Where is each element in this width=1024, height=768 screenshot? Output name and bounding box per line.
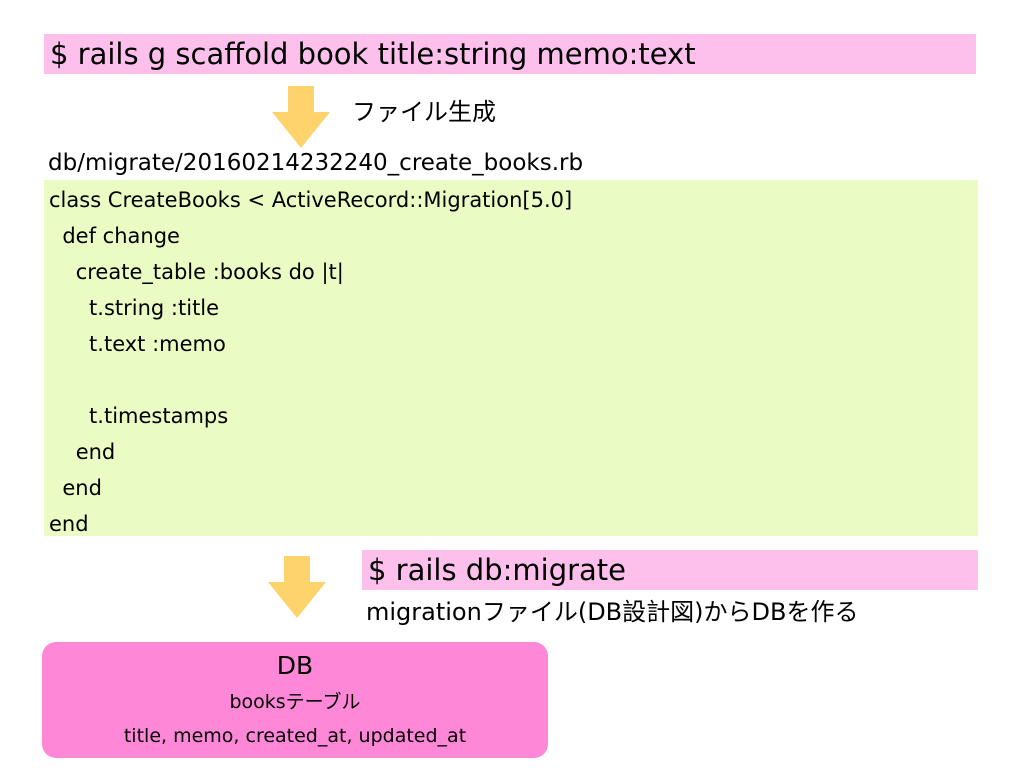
- code-line: end: [49, 512, 89, 536]
- code-line: t.timestamps: [49, 404, 229, 428]
- migration-file-path: db/migrate/20160214232240_create_books.r…: [48, 150, 584, 176]
- file-generation-label: ファイル生成: [352, 98, 496, 126]
- code-line: end: [49, 476, 102, 500]
- migration-code-block: class CreateBooks < ActiveRecord::Migrat…: [44, 180, 978, 536]
- migrate-description: migrationファイル(DB設計図)からDBを作る: [366, 598, 859, 626]
- code-line: t.string :title: [49, 296, 220, 320]
- code-line: t.text :memo: [49, 332, 226, 356]
- code-line: [49, 362, 978, 398]
- down-arrow-icon: [272, 86, 330, 148]
- down-arrow-icon: [268, 556, 326, 618]
- code-line: create_table :books do |t|: [49, 260, 344, 284]
- database-title: DB: [276, 651, 314, 680]
- scaffold-command: $ rails g scaffold book title:string mem…: [44, 34, 976, 74]
- database-box: DB booksテーブル title, memo, created_at, up…: [42, 642, 548, 758]
- table-columns: title, memo, created_at, updated_at: [123, 725, 467, 747]
- table-name: booksテーブル: [229, 691, 361, 713]
- code-line: end: [49, 440, 116, 464]
- code-line: class CreateBooks < ActiveRecord::Migrat…: [49, 188, 573, 212]
- migrate-command: $ rails db:migrate: [362, 550, 978, 590]
- code-line: def change: [49, 224, 180, 248]
